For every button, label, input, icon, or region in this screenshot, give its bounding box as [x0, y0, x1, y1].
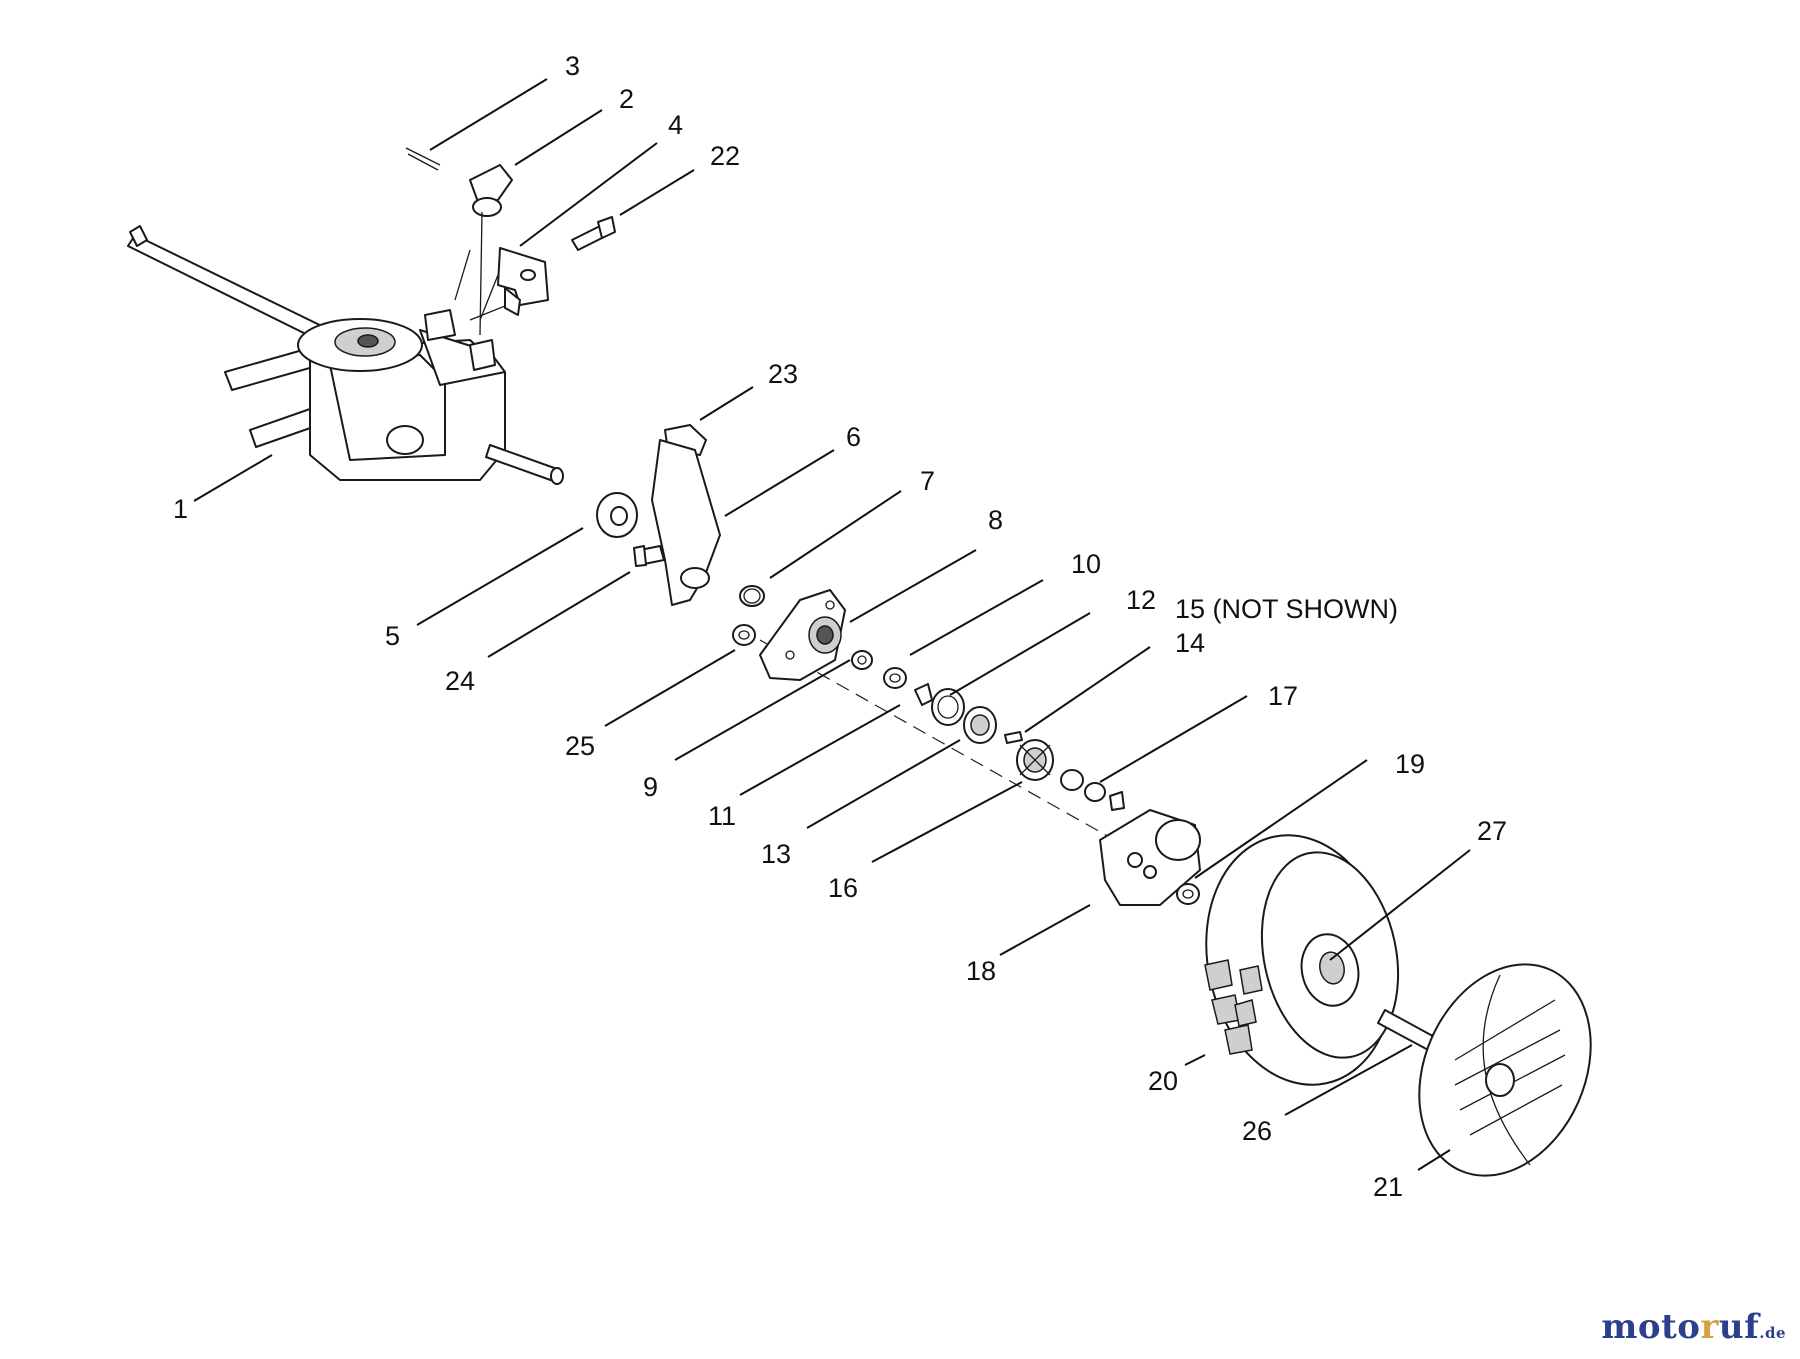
label-part-3: 3 [565, 51, 580, 81]
part-8-bearing-housing [759, 589, 846, 681]
part-14-key [1004, 731, 1023, 744]
part-25-nut [732, 624, 756, 646]
part-17-washer-clip [1060, 769, 1125, 811]
label-part-19: 19 [1395, 749, 1425, 779]
leader-lines [193, 78, 1471, 1171]
part-labels: 3 2 4 22 1 23 6 7 8 10 12 15 (NOT SHOWN)… [173, 51, 1507, 1202]
watermark-accent: r [1700, 1307, 1719, 1347]
part-1-transmission [127, 225, 564, 485]
label-part-22: 22 [710, 141, 740, 171]
label-part-23: 23 [768, 359, 798, 389]
part-20-wheel [1204, 834, 1400, 1086]
part-22-bolt [571, 216, 616, 251]
watermark-logo: motoruf.de [1601, 1307, 1786, 1347]
part-2-cable-bracket [469, 164, 513, 336]
label-part-17: 17 [1268, 681, 1298, 711]
label-part-25: 25 [565, 731, 595, 761]
part-21-hub-cap [1418, 963, 1592, 1177]
watermark-tld: .de [1759, 1324, 1786, 1342]
label-part-14: 14 [1175, 628, 1205, 658]
watermark-main: moto [1601, 1307, 1701, 1347]
label-part-11: 11 [708, 801, 736, 831]
label-part-15: 15 (NOT SHOWN) [1175, 594, 1398, 624]
label-part-21: 21 [1373, 1172, 1403, 1202]
part-3-cotter-pin [405, 147, 441, 171]
label-part-26: 26 [1242, 1116, 1272, 1146]
label-part-1: 1 [173, 494, 188, 524]
part-18-gear-cover [1099, 809, 1201, 906]
label-part-7: 7 [920, 466, 935, 496]
part-13-bearing [963, 706, 997, 744]
part-27-hub [1300, 933, 1360, 1007]
part-4-control-bracket [497, 247, 549, 316]
label-part-4: 4 [668, 110, 683, 140]
part-24-bolt [633, 545, 665, 567]
part-6-plate [651, 439, 721, 606]
part-12-seal [931, 688, 965, 726]
part-19-washer [1176, 883, 1200, 905]
label-part-6: 6 [846, 422, 861, 452]
label-part-2: 2 [619, 84, 634, 114]
label-part-8: 8 [988, 505, 1003, 535]
label-part-5: 5 [385, 621, 400, 651]
label-part-24: 24 [445, 666, 475, 696]
label-part-20: 20 [1148, 1066, 1178, 1096]
part-16-pinion-gear [1016, 739, 1054, 781]
part-11-clip [914, 683, 933, 706]
assembly-axis [759, 639, 1151, 861]
label-part-18: 18 [966, 956, 996, 986]
part-9-washer [851, 650, 873, 670]
watermark-end: uf [1718, 1307, 1760, 1347]
part-10-washer [883, 667, 907, 689]
label-part-16: 16 [828, 873, 858, 903]
part-5-washer [596, 492, 638, 538]
label-part-12: 12 [1126, 585, 1156, 615]
label-part-27: 27 [1477, 816, 1507, 846]
label-part-13: 13 [761, 839, 791, 869]
part-7-retaining-ring [739, 585, 765, 607]
label-part-10: 10 [1071, 549, 1101, 579]
label-part-9: 9 [643, 772, 658, 802]
